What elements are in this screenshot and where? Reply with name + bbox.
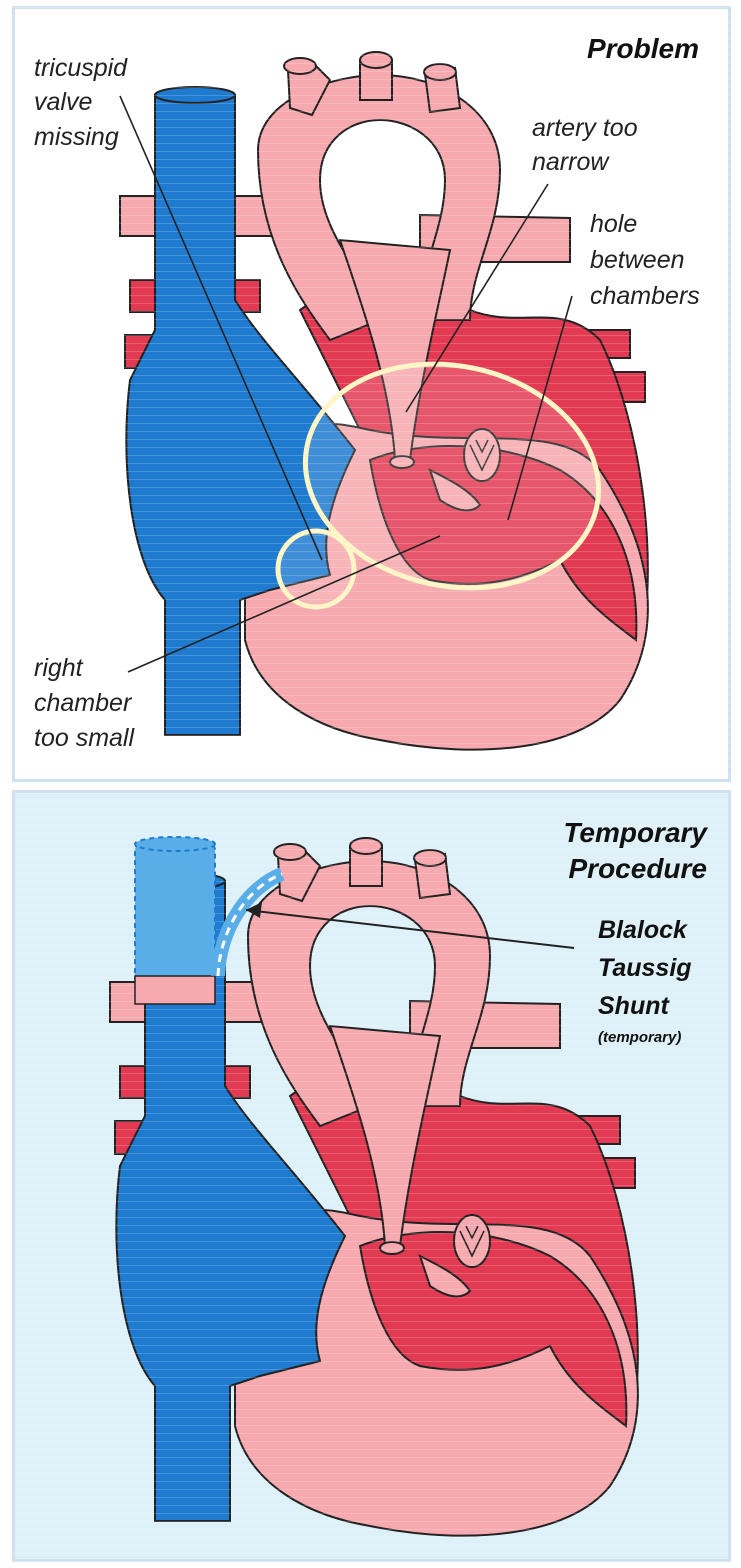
shunt-label-line1: Blalock [598, 914, 687, 947]
shunt-label-line3: Shunt [598, 990, 669, 1023]
procedure-title-line2: Procedure [569, 852, 708, 885]
shunt-note: (temporary) [598, 1028, 681, 1048]
procedure-title-line1: Temporary [563, 816, 707, 849]
shunt-connection-band [135, 976, 215, 1004]
shunt-graft [135, 844, 215, 984]
label-tricuspid-line1: tricuspid [34, 52, 127, 85]
label-hole-line3: chambers [590, 280, 700, 313]
shunt-label-line2: Taussig [598, 952, 692, 985]
label-chamber-line3: too small [34, 722, 134, 755]
label-tricuspid-line3: missing [34, 121, 119, 154]
highlight-ring-small [278, 531, 354, 607]
label-chamber-line1: right [34, 652, 83, 685]
label-artery-line1: artery too [532, 112, 638, 145]
procedure-heart-illustration [0, 786, 731, 1566]
label-hole-line1: hole [590, 208, 637, 241]
label-hole-line2: between [590, 244, 685, 277]
label-artery-line2: narrow [532, 146, 608, 179]
label-chamber-line2: chamber [34, 687, 131, 720]
label-tricuspid-line2: valve [34, 86, 92, 119]
problem-title: Problem [587, 32, 699, 65]
